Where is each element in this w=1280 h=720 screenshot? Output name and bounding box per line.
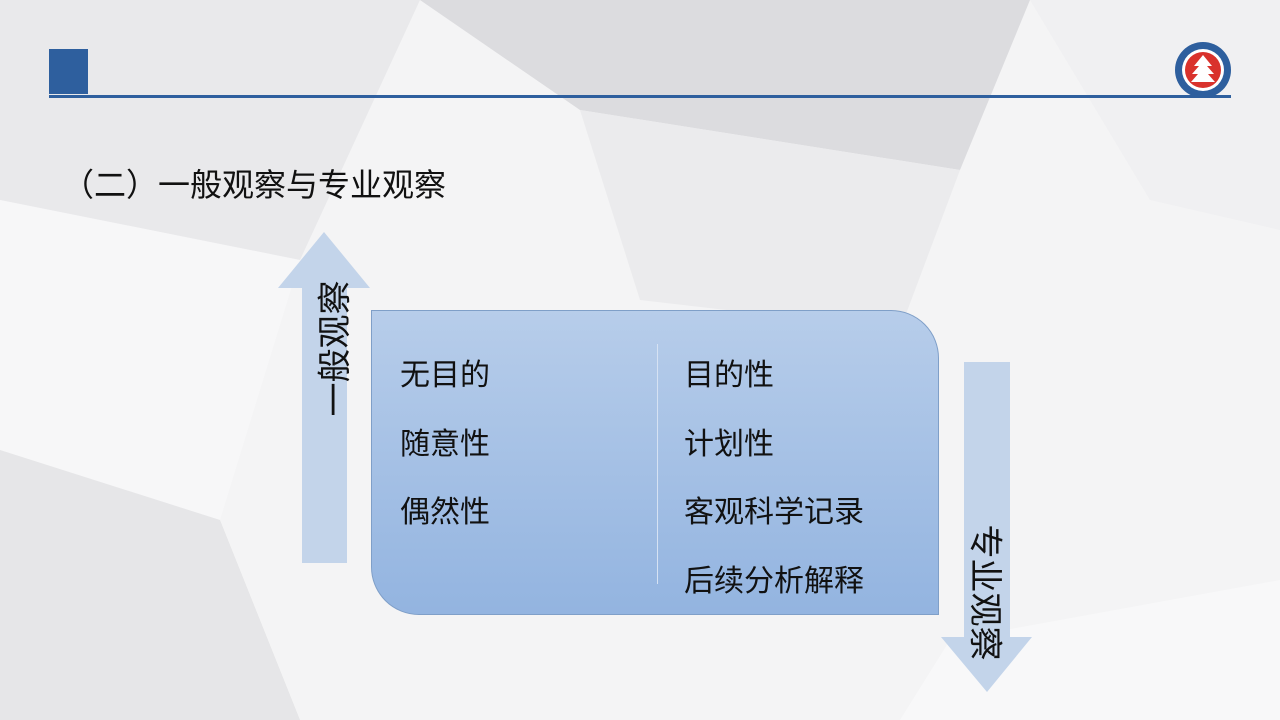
column-divider (657, 344, 658, 584)
comparison-box: 无目的 随意性 偶然性 目的性 计划性 客观科学记录 后续分析解释 (371, 310, 939, 615)
general-trait: 随意性 (400, 427, 490, 462)
professional-observation-label: 专业观察 (964, 524, 1005, 661)
professional-trait: 后续分析解释 (684, 564, 864, 599)
general-trait: 偶然性 (400, 495, 490, 530)
professional-trait: 计划性 (684, 427, 774, 462)
up-arrow (278, 232, 370, 563)
down-arrow (941, 362, 1032, 692)
professional-trait: 客观科学记录 (684, 495, 864, 530)
slide-title: （二）一般观察与专业观察 (62, 166, 447, 204)
professional-trait: 目的性 (684, 358, 774, 393)
header-accent-square (49, 49, 88, 94)
header-divider (49, 95, 1231, 98)
general-trait: 无目的 (400, 358, 490, 393)
general-observation-label: 一般观察 (315, 280, 356, 417)
university-seal-icon (1175, 42, 1231, 98)
